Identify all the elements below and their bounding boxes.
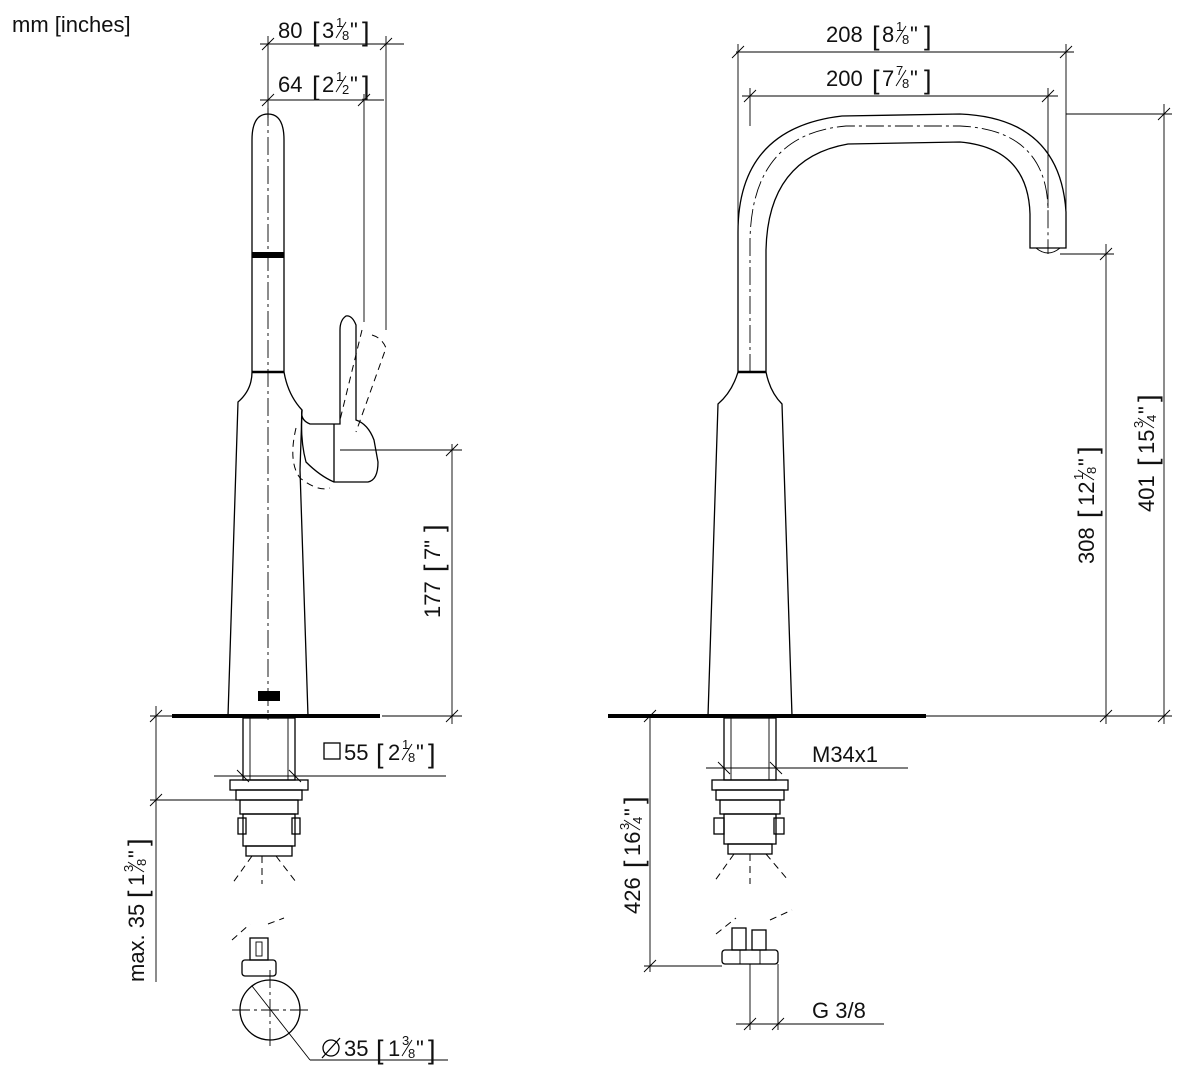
svg-text:2: 2 (342, 82, 349, 97)
svg-text:": " (350, 72, 358, 97)
svg-text:[: [ (1133, 458, 1163, 466)
svg-text:[: [ (1073, 510, 1103, 518)
side-view (172, 108, 387, 1048)
svg-text:[: [ (619, 860, 649, 868)
svg-text:8: 8 (408, 1046, 415, 1061)
svg-text:1: 1 (336, 69, 343, 84)
svg-text:8: 8 (408, 750, 415, 765)
svg-text:": " (1134, 406, 1159, 414)
svg-text:7": 7" (420, 540, 445, 560)
svg-text:3: 3 (121, 865, 136, 872)
svg-text:]: ] (362, 71, 370, 101)
svg-text:": " (124, 850, 149, 858)
svg-text:[: [ (376, 1035, 384, 1065)
svg-text:16: 16 (620, 832, 645, 856)
svg-text:]: ] (123, 838, 153, 846)
svg-text:]: ] (1133, 394, 1163, 402)
svg-text:": " (350, 18, 358, 43)
dimension-208: 208 [ 8 1 8 " ] (826, 19, 932, 51)
sensor-mark (258, 691, 280, 701)
dimension-max-35: max. 35 [ 1 3 8 " ] (121, 838, 153, 982)
units-label: mm [inches] (12, 12, 131, 37)
dimension-64: 64 [ 2 1 2 " ] (278, 69, 370, 101)
svg-text:4: 4 (630, 817, 645, 824)
svg-text:8: 8 (1084, 467, 1099, 474)
svg-text:": " (620, 808, 645, 816)
svg-text:": " (416, 1036, 424, 1061)
svg-text:": " (1074, 458, 1099, 466)
svg-text:1: 1 (124, 874, 149, 886)
svg-text:1: 1 (388, 1036, 400, 1061)
dimension-55: 55 [ 2 1 8 " ] (323, 737, 436, 769)
svg-text:]: ] (428, 1035, 436, 1065)
svg-text:1: 1 (402, 737, 409, 752)
dimension-426: 426 [ 16 3 4 " ] (617, 796, 649, 914)
svg-text:200: 200 (826, 66, 863, 91)
thread-label-connection: G 3/8 (812, 998, 866, 1023)
svg-text:64: 64 (278, 72, 302, 97)
svg-text:]: ] (924, 65, 932, 95)
svg-text:[: [ (872, 21, 880, 51)
svg-text:[: [ (123, 890, 153, 898)
svg-text:]: ] (1073, 446, 1103, 454)
dimension-80: 80 [ 3 1 8 " ] (278, 15, 370, 47)
thread-label-shank: M34x1 (812, 742, 878, 767)
svg-text:[: [ (376, 739, 384, 769)
svg-text:[: [ (312, 71, 320, 101)
dimension-401: 401 [ 15 3 4 " ] (1131, 394, 1163, 512)
svg-text:80: 80 (278, 18, 302, 43)
svg-text:]: ] (619, 796, 649, 804)
svg-text:": " (416, 740, 424, 765)
svg-text:208: 208 (826, 22, 863, 47)
svg-text:[: [ (872, 65, 880, 95)
svg-text:[: [ (312, 17, 320, 47)
svg-text:": " (910, 22, 918, 47)
dimension-177: 177 [ 7" ] (419, 524, 449, 618)
svg-text:3: 3 (1131, 421, 1146, 428)
svg-text:8: 8 (342, 28, 349, 43)
svg-text:max. 35: max. 35 (124, 904, 149, 982)
svg-text:8: 8 (902, 76, 909, 91)
svg-text:7: 7 (896, 63, 903, 78)
dimension-308: 308 [ 12 1 8 " ] (1071, 446, 1103, 564)
svg-text:2: 2 (322, 72, 334, 97)
side-view-dimensions (149, 36, 462, 1061)
svg-text:8: 8 (902, 32, 909, 47)
svg-text:35: 35 (344, 1036, 368, 1061)
dimension-dia-35: 35 [ 1 3 8 " ] (321, 1033, 436, 1065)
diameter-symbol (321, 1037, 341, 1059)
svg-text:177: 177 (420, 581, 445, 618)
svg-text:]: ] (924, 21, 932, 51)
svg-text:1: 1 (896, 19, 903, 34)
svg-text:": " (910, 66, 918, 91)
svg-text:]: ] (428, 739, 436, 769)
svg-text:3: 3 (617, 823, 632, 830)
dimension-200: 200 [ 7 7 8 " ] (826, 63, 932, 95)
svg-text:401: 401 (1134, 475, 1159, 512)
svg-text:426: 426 (620, 877, 645, 914)
svg-text:55: 55 (344, 740, 368, 765)
svg-text:2: 2 (388, 740, 400, 765)
svg-text:12: 12 (1074, 482, 1099, 506)
svg-text:15: 15 (1134, 430, 1159, 454)
front-view-dimensions (643, 44, 1172, 1031)
svg-text:]: ] (419, 524, 449, 532)
svg-text:8: 8 (882, 22, 894, 47)
svg-text:[: [ (419, 564, 449, 572)
front-view (608, 113, 1067, 965)
square-symbol (323, 742, 341, 760)
svg-text:3: 3 (322, 18, 334, 43)
svg-text:3: 3 (402, 1033, 409, 1048)
svg-text:1: 1 (1071, 473, 1086, 480)
svg-text:308: 308 (1074, 527, 1099, 564)
svg-text:]: ] (362, 17, 370, 47)
svg-text:1: 1 (336, 15, 343, 30)
svg-text:8: 8 (134, 859, 149, 866)
svg-text:4: 4 (1144, 415, 1159, 422)
svg-text:7: 7 (882, 66, 894, 91)
